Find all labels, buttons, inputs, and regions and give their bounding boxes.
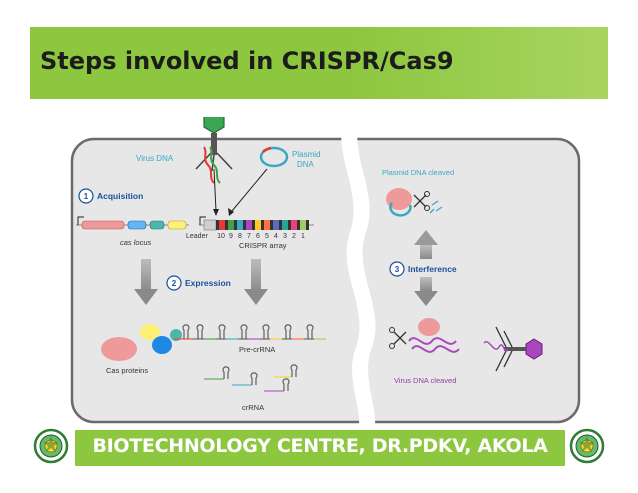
arrow-virus-to-array <box>213 168 217 212</box>
array-number: 8 <box>238 233 242 240</box>
arrow-down-cas <box>134 259 158 305</box>
virus-cleavage <box>389 318 460 353</box>
array-number: 10 <box>217 233 225 240</box>
array-number: 1 <box>301 233 305 240</box>
array-number: 3 <box>283 233 287 240</box>
array-number: 9 <box>229 233 233 240</box>
plasmid-cleaved-label: Plasmid DNA cleaved <box>382 168 454 177</box>
crrna <box>204 364 298 392</box>
footer-band: BIOTECHNOLOGY CENTRE, DR.PDKV, AKOLA <box>75 430 565 466</box>
virus-dna-label: Virus DNA <box>136 154 174 163</box>
array-numbers: 10 9 8 7 6 5 4 3 2 1 <box>217 233 305 240</box>
bacteriophage-top <box>195 117 233 184</box>
step1-label: Acquisition <box>97 191 143 201</box>
array-number: 5 <box>265 233 269 240</box>
virus-cleaved-label: Virus DNA cleaved <box>394 376 456 385</box>
crrna-label: crRNA <box>242 403 264 412</box>
cas-proteins <box>101 324 182 361</box>
title-band-highlight <box>348 27 608 99</box>
crispr-array <box>199 216 314 231</box>
arrow-down-interference <box>414 277 438 306</box>
array-number: 4 <box>274 233 278 240</box>
pre-crrna <box>174 324 326 340</box>
crispr-diagram: Virus DNA Plasmid DNA 1 Acquisition cas … <box>70 117 581 432</box>
array-number: 7 <box>247 233 251 240</box>
title-band: Steps involved in CRISPR/Cas9 <box>30 27 608 99</box>
bacteriophage-right <box>483 326 543 372</box>
step3-label: Interference <box>408 264 457 274</box>
step2-badge <box>166 275 182 291</box>
arrow-down-array <box>244 259 268 305</box>
arrow-plasmid-to-array <box>231 168 268 212</box>
array-number: 6 <box>256 233 260 240</box>
slide-title: Steps involved in CRISPR/Cas9 <box>40 47 454 75</box>
university-emblem-right <box>569 428 605 464</box>
cas-proteins-label: Cas proteins <box>106 366 148 375</box>
footer-text: BIOTECHNOLOGY CENTRE, DR.PDKV, AKOLA <box>92 435 548 457</box>
step2-number: 2 <box>172 279 177 288</box>
step2-label: Expression <box>185 278 231 288</box>
plasmid-cleavage <box>386 188 443 217</box>
cell-separator <box>341 117 376 432</box>
array-number: 2 <box>292 233 296 240</box>
step1-number: 1 <box>84 192 89 201</box>
step3-badge <box>389 261 405 277</box>
cas-locus-label: cas locus <box>120 238 152 247</box>
plasmid-label-line2: DNA <box>297 160 315 169</box>
pre-crrna-label: Pre-crRNA <box>239 345 275 354</box>
university-emblem-left <box>33 428 69 464</box>
arrow-up-interference <box>414 230 438 259</box>
crispr-array-label: CRISPR array <box>239 241 287 250</box>
step3-number: 3 <box>395 265 400 274</box>
plasmid-label-line1: Plasmid <box>292 150 320 159</box>
cas-locus <box>76 216 189 230</box>
plasmid-icon <box>259 146 289 168</box>
leader-label: Leader <box>186 233 208 240</box>
step1-badge <box>78 188 94 204</box>
